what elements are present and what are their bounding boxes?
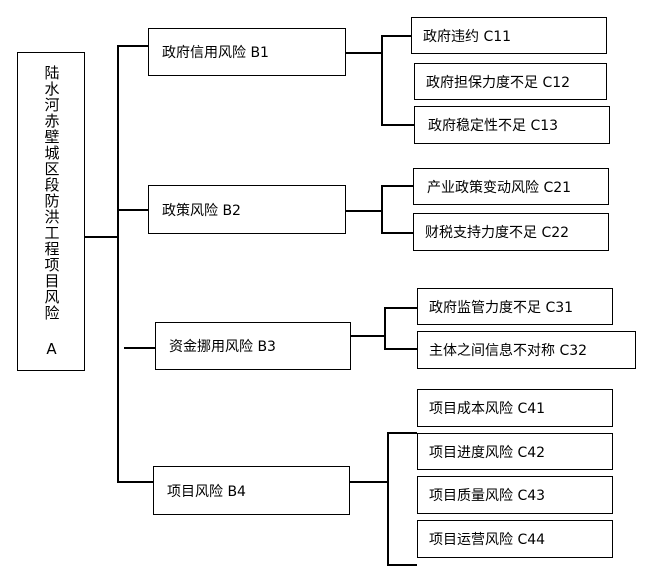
connector-c42 (387, 432, 417, 434)
connector-b3-c (351, 335, 385, 337)
node-b3: 资金挪用风险 B3 (155, 322, 351, 370)
node-b4-label: 项目风险 B4 (167, 483, 246, 500)
node-c21-label: 产业政策变动风险 C21 (427, 179, 572, 196)
node-b4: 项目风险 B4 (153, 466, 350, 515)
connector-c32 (384, 348, 417, 350)
node-b1: 政府信用风险 B1 (148, 28, 346, 76)
node-b3-label: 资金挪用风险 B3 (169, 339, 276, 355)
connector-spine (117, 45, 119, 482)
node-c41: 项目成本风险 C41 (417, 389, 613, 427)
node-c13: 政府稳定性不足 C13 (414, 106, 610, 144)
node-c44: 项目运营风险 C44 (417, 520, 613, 558)
node-c44-label: 项目运营风险 C44 (429, 532, 546, 548)
connector-b1 (117, 45, 148, 47)
node-c11-label: 政府违约 C11 (423, 28, 512, 45)
node-c22: 财税支持力度不足 C22 (413, 213, 609, 251)
connector-b2-c (346, 210, 382, 212)
node-c43-label: 项目质量风险 C43 (429, 488, 546, 504)
connector-b4 (117, 481, 153, 483)
connector-b4-v (387, 432, 389, 565)
node-c22-label: 财税支持力度不足 C22 (425, 225, 570, 241)
node-c31: 政府监管力度不足 C31 (417, 288, 613, 325)
root-label: 陆水河赤壁城区段防洪工程项目风险 A (42, 64, 61, 359)
connector-c31 (384, 307, 417, 309)
node-c21: 产业政策变动风险 C21 (413, 168, 609, 205)
node-c42-label: 项目进度风险 C42 (429, 444, 546, 461)
connector-c11 (381, 35, 411, 37)
node-c32: 主体之间信息不对称 C32 (417, 331, 636, 369)
connector-b3 (124, 347, 155, 349)
node-b2: 政策风险 B2 (148, 185, 346, 234)
connector-b4-c (350, 481, 388, 483)
connector-b1-c (346, 52, 382, 54)
node-c32-label: 主体之间信息不对称 C32 (429, 343, 588, 359)
connector-b3-v (384, 307, 386, 349)
connector-c22 (381, 232, 413, 234)
node-c31-label: 政府监管力度不足 C31 (429, 299, 574, 316)
connector-c21 (381, 185, 413, 187)
node-c12-label: 政府担保力度不足 C12 (426, 74, 571, 91)
connector-c44 (387, 564, 417, 566)
connector-b2 (117, 209, 148, 211)
root-node: 陆水河赤壁城区段防洪工程项目风险 A (17, 52, 85, 371)
connector-b2-v (381, 185, 383, 233)
node-c41-label: 项目成本风险 C41 (429, 401, 546, 417)
node-c12: 政府担保力度不足 C12 (414, 63, 607, 100)
node-c11: 政府违约 C11 (411, 17, 607, 54)
node-b2-label: 政策风险 B2 (162, 202, 241, 219)
node-c42: 项目进度风险 C42 (417, 433, 613, 470)
connector-c13 (381, 124, 414, 126)
node-c13-label: 政府稳定性不足 C13 (428, 118, 559, 134)
connector-b1-v (381, 35, 383, 125)
node-c43: 项目质量风险 C43 (417, 476, 613, 514)
node-b1-label: 政府信用风险 B1 (162, 45, 269, 61)
connector-root (85, 236, 118, 238)
